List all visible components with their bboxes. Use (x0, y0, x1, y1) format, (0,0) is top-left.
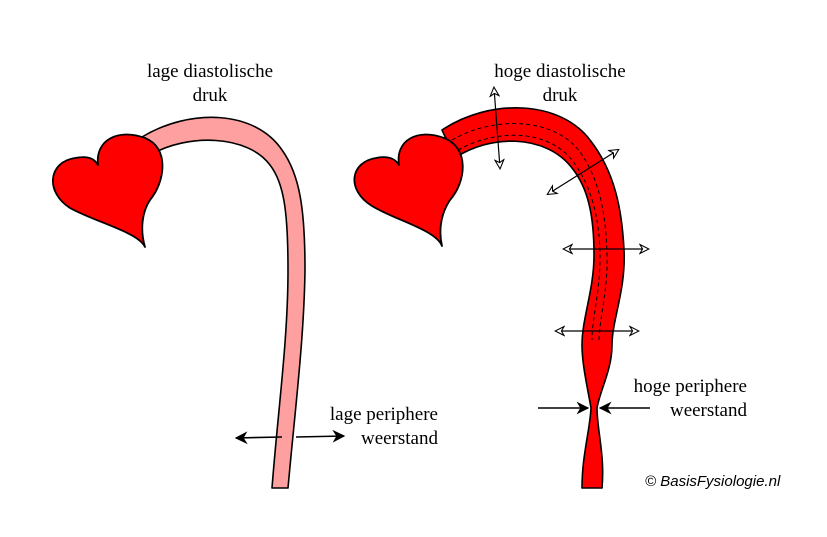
left-resistance-line2: weerstand (360, 428, 438, 449)
left-resistance-label: lage periphere weerstand (300, 403, 438, 451)
left-heart-shape (52, 133, 164, 248)
left-title: lage diastolische druk (120, 60, 300, 108)
right-panel (353, 88, 650, 489)
right-title-line2: druk (542, 85, 578, 106)
right-resistance-label: hoge periphere weerstand (610, 375, 747, 423)
artery-dashed-line-inner (457, 134, 601, 341)
high-pressure-artery (441, 107, 625, 489)
low-pressure-artery (141, 116, 306, 489)
right-heart-shape (353, 133, 464, 247)
copyright-text: © BasisFysiologie.nl (645, 473, 781, 490)
left-resistance-line1: lage periphere (329, 404, 438, 425)
left-title-line2: druk (192, 85, 228, 106)
pressure-arrow-top-down (497, 127, 500, 168)
right-title: hoge diastolische druk (470, 60, 650, 108)
pressure-arrow-diag-up (582, 150, 618, 173)
left-resistance-arrow-right (295, 429, 346, 443)
pressure-arrow-top-up (494, 88, 497, 129)
left-title-line1: lage diastolische (146, 61, 274, 82)
left-panel (52, 116, 346, 489)
right-resistance-line1: hoge periphere (633, 376, 747, 397)
pressure-arrow-diag-down (548, 171, 584, 194)
artery-dashed-line-outer (451, 123, 608, 341)
right-title-line1: hoge diastolische (494, 61, 626, 82)
left-resistance-arrow-left (234, 431, 283, 445)
right-resistance-line2: weerstand (669, 400, 747, 421)
